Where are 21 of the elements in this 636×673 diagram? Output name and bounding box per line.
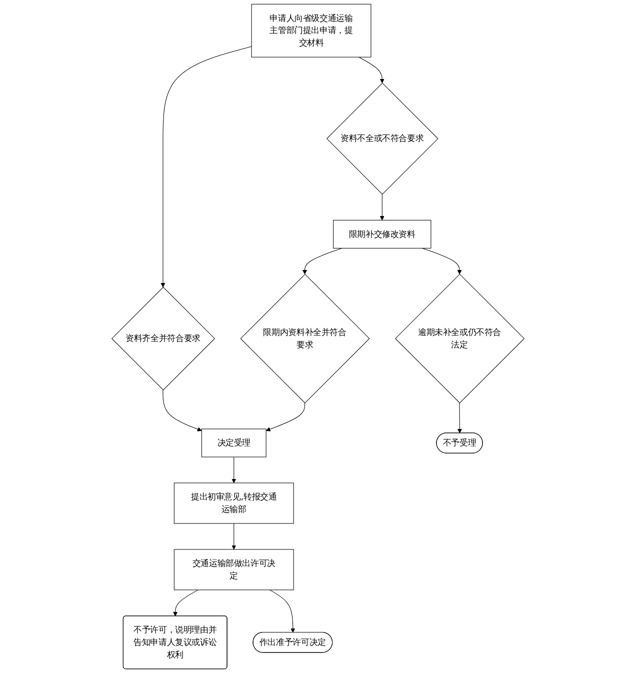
arrow	[302, 248, 342, 274]
arrow	[422, 248, 462, 274]
node-box: 交通运输部做出许可决定	[174, 549, 294, 590]
arrow	[160, 46, 252, 288]
arrow	[269, 590, 296, 633]
arrow	[232, 523, 236, 550]
node-diamond: 资料不全或不符合要求	[326, 82, 438, 195]
node-diamond: 限期内资料补全并符合要求	[240, 274, 370, 404]
arrow	[358, 56, 384, 84]
node-box: 决定受理	[201, 428, 266, 458]
arrow	[173, 590, 198, 616]
node-box: 限期补交修改资料	[333, 220, 432, 248]
node-box: 提出初审意见,转报交通运输部	[174, 482, 294, 524]
arrow	[232, 456, 236, 484]
node-diamond: 逾期未补全或仍不符合法定	[395, 274, 525, 404]
node-diamond: 资料齐全并符合要求	[111, 286, 216, 390]
arrow	[162, 390, 202, 432]
arrow	[380, 194, 384, 220]
node-box: 申请人向省级交通运输主管部门提出申请，提交材料	[251, 4, 372, 58]
arrow	[457, 402, 462, 434]
arrow	[266, 402, 306, 432]
